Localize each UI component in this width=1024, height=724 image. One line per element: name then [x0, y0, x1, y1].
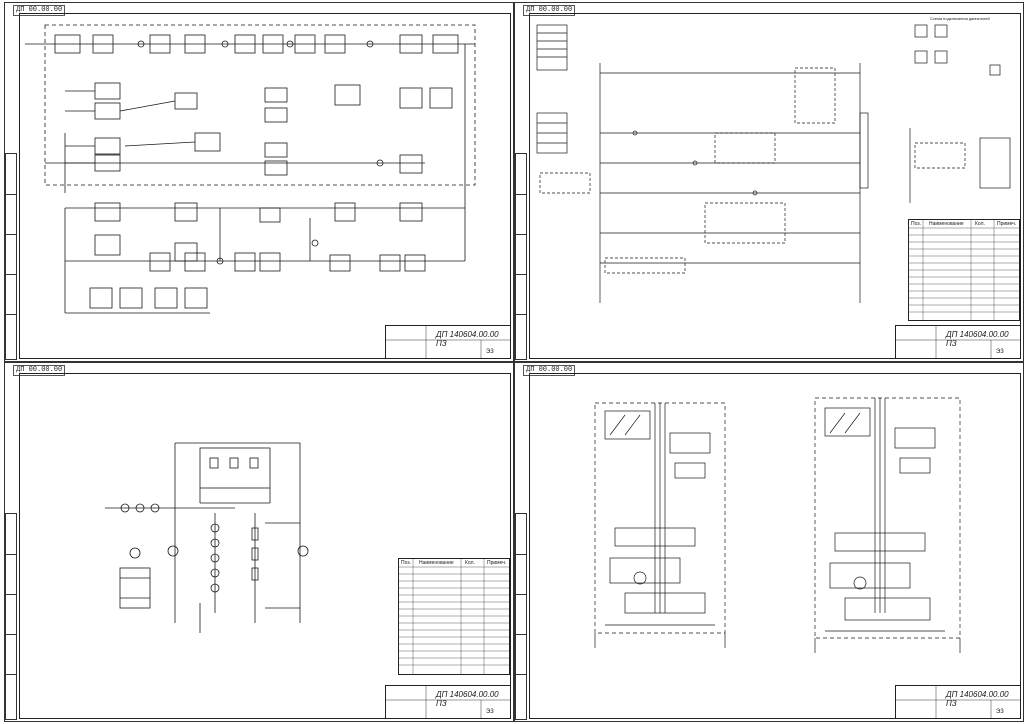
drawing-frame: [19, 13, 511, 359]
title-block: ДП 140604.00.00 ПЗ Э3: [895, 685, 1021, 719]
parts-col-qty: Кол.: [465, 560, 475, 566]
title-block: ДП 140604.00.00 ПЗ Э3: [895, 325, 1021, 359]
sheet-sidebar: [5, 513, 17, 720]
parts-col-name: Наименование: [419, 560, 454, 566]
drawing-frame: [529, 13, 1021, 359]
parts-col-pos: Поз.: [911, 221, 921, 227]
title-block: ДП 140604.00.00 ПЗ Э3: [385, 685, 511, 719]
sheet-sidebar: [5, 153, 17, 360]
block-diagram: [25, 24, 476, 314]
drawing-code: ДП 140604.00.00 ПЗ: [946, 690, 1009, 708]
parts-col-note: Примеч.: [487, 560, 507, 566]
sheet-3: ДП 00.00.00 П: [4, 362, 514, 722]
motor-circuit: [105, 442, 309, 633]
drawing-code: ДП 140604.00.00 ПЗ: [946, 330, 1009, 348]
sheet-sidebar: [515, 513, 527, 720]
drawing-sheet-label: Э3: [486, 349, 494, 355]
drawing-code: ДП 140604.00.00 ПЗ: [436, 690, 499, 708]
drawing-code: ДП 140604.00.00 ПЗ: [436, 330, 499, 348]
drawing-sheet-label: Э3: [996, 709, 1004, 715]
converter-schematics: [594, 397, 961, 653]
sheet-4: ДП 00.00.00: [514, 362, 1024, 722]
parts-col-note: Примеч.: [997, 221, 1017, 227]
drawing-frame: [529, 373, 1021, 719]
sheet2-header-text: Схема подключения двигателей: [930, 16, 990, 21]
sheet-2: ДП 00.00.00: [514, 2, 1024, 362]
sheet-stamp: ДП 00.00.00: [13, 5, 66, 16]
parts-col-name: Наименование: [929, 221, 964, 227]
drawing-frame: [19, 373, 511, 719]
sheet-sidebar: [515, 153, 527, 360]
sheet-1: ДП 00.00.00: [4, 2, 514, 362]
drawing-sheet-label: Э3: [996, 349, 1004, 355]
title-block: ДП 140604.00.00 ПЗ Э3: [385, 325, 511, 359]
electrical-schematic: [536, 24, 1011, 303]
parts-col-pos: Поз.: [401, 560, 411, 566]
drawing-sheet-label: Э3: [486, 709, 494, 715]
sheet-stamp: ДП 00.00.00: [523, 365, 576, 376]
parts-col-qty: Кол.: [975, 221, 985, 227]
sheet-stamp: ДП 00.00.00: [13, 365, 66, 376]
parts-table: Поз. Наименование Кол. Примеч.: [908, 219, 1020, 321]
parts-table: Поз. Наименование Кол. Примеч.: [398, 558, 510, 675]
sheet-stamp: ДП 00.00.00: [523, 5, 576, 16]
